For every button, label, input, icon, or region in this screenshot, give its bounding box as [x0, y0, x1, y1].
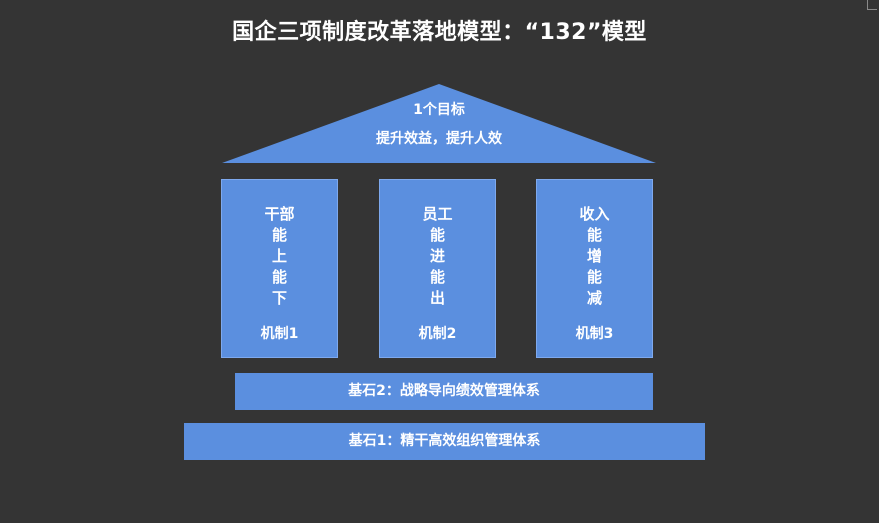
foundation-base-2: 基石2：战略导向绩效管理体系	[235, 373, 653, 410]
pillar-1-line: 能	[271, 268, 287, 286]
pillar-2-line: 能	[429, 226, 445, 244]
pillar-3-line: 增	[586, 247, 602, 265]
roof-subtitle: 提升效益，提升人效	[376, 131, 502, 147]
pillar-1-line: 能	[271, 226, 287, 244]
pillar-2-line: 员工	[422, 205, 453, 223]
pillar-1-line: 干部	[264, 205, 295, 223]
pillar-1: 干部 能 上 能 下 机制1	[221, 179, 338, 358]
roof-triangle	[222, 84, 656, 163]
pillar-3-line: 收入	[579, 205, 610, 223]
pillar-3-line: 能	[586, 226, 602, 244]
pillar-1-mechanism: 机制1	[260, 326, 299, 342]
pillar-2-line: 出	[429, 289, 445, 307]
pillar-3: 收入 能 增 能 减 机制3	[536, 179, 653, 358]
pillar-3-line: 能	[586, 268, 602, 286]
page-title: 国企三项制度改革落地模型：“132”模型	[232, 20, 647, 45]
pillar-2-line: 能	[429, 268, 445, 286]
pillar-3-text: 收入 能 增 能 减	[537, 204, 652, 309]
corner-mark	[867, 0, 877, 10]
pillar-2-mechanism: 机制2	[418, 326, 457, 342]
pillar-3-mechanism: 机制3	[575, 326, 614, 342]
foundation-base-1: 基石1：精干高效组织管理体系	[184, 423, 705, 460]
pillar-2-line: 进	[429, 247, 445, 265]
pillar-1-line: 上	[271, 247, 287, 265]
roof-goal: 1个目标	[413, 102, 465, 118]
pillar-3-line: 减	[586, 289, 602, 307]
pillar-2: 员工 能 进 能 出 机制2	[379, 179, 496, 358]
pillar-1-text: 干部 能 上 能 下	[222, 204, 337, 309]
pillar-2-text: 员工 能 进 能 出	[380, 204, 495, 309]
pillar-1-line: 下	[271, 289, 287, 307]
